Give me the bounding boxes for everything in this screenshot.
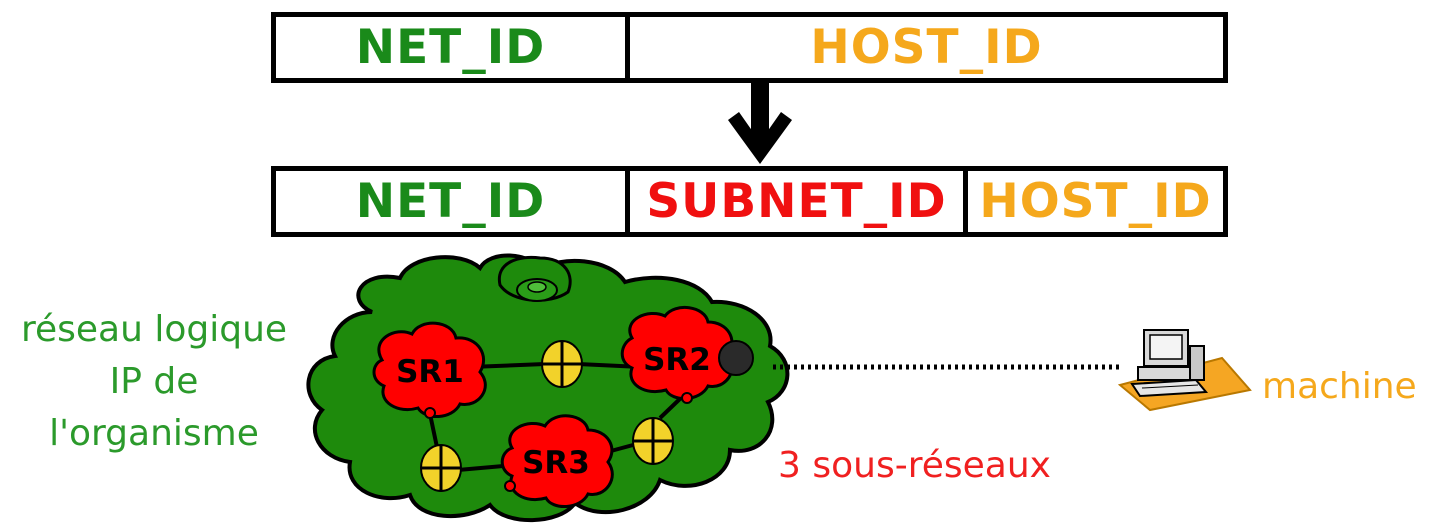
computer-icon [1117,329,1252,412]
subnet-cloud-sr2: SR2 [620,306,734,404]
subnet-cloud-sr1: SR1 [372,321,487,419]
organization-network-label-line: IP de [109,361,199,402]
host-id-field: HOST_ID [963,171,1223,232]
subnet-label-sr1: SR1 [396,354,464,390]
router-icon [541,340,583,388]
host-id-field: HOST_ID [625,17,1223,78]
subnet-label-sr3: SR3 [522,445,590,481]
down-arrow-icon [728,83,792,164]
organization-network-label-line: réseau logique [20,309,288,350]
subnet-label-sr2: SR2 [643,342,711,378]
organization-network-label: réseau logique IP de l'organisme [4,304,304,460]
subnets-caption: 3 sous-réseaux [778,445,1051,486]
subnet-cloud-sr3: SR3 [500,414,614,508]
net-id-field: NET_ID [355,20,546,75]
organization-network-label-line: l'organisme [49,413,259,454]
subnet-id-field: SUBNET_ID [625,171,963,232]
router-icon [632,417,674,465]
net-id-field: NET_ID [355,174,546,229]
gateway-node-icon [718,340,754,376]
router-icon [420,444,462,492]
address-bar-original: NET_ID HOST_ID [271,12,1228,83]
address-bar-subnetted: NET_ID SUBNET_ID HOST_ID [271,166,1228,237]
machine-label: machine [1262,366,1417,407]
